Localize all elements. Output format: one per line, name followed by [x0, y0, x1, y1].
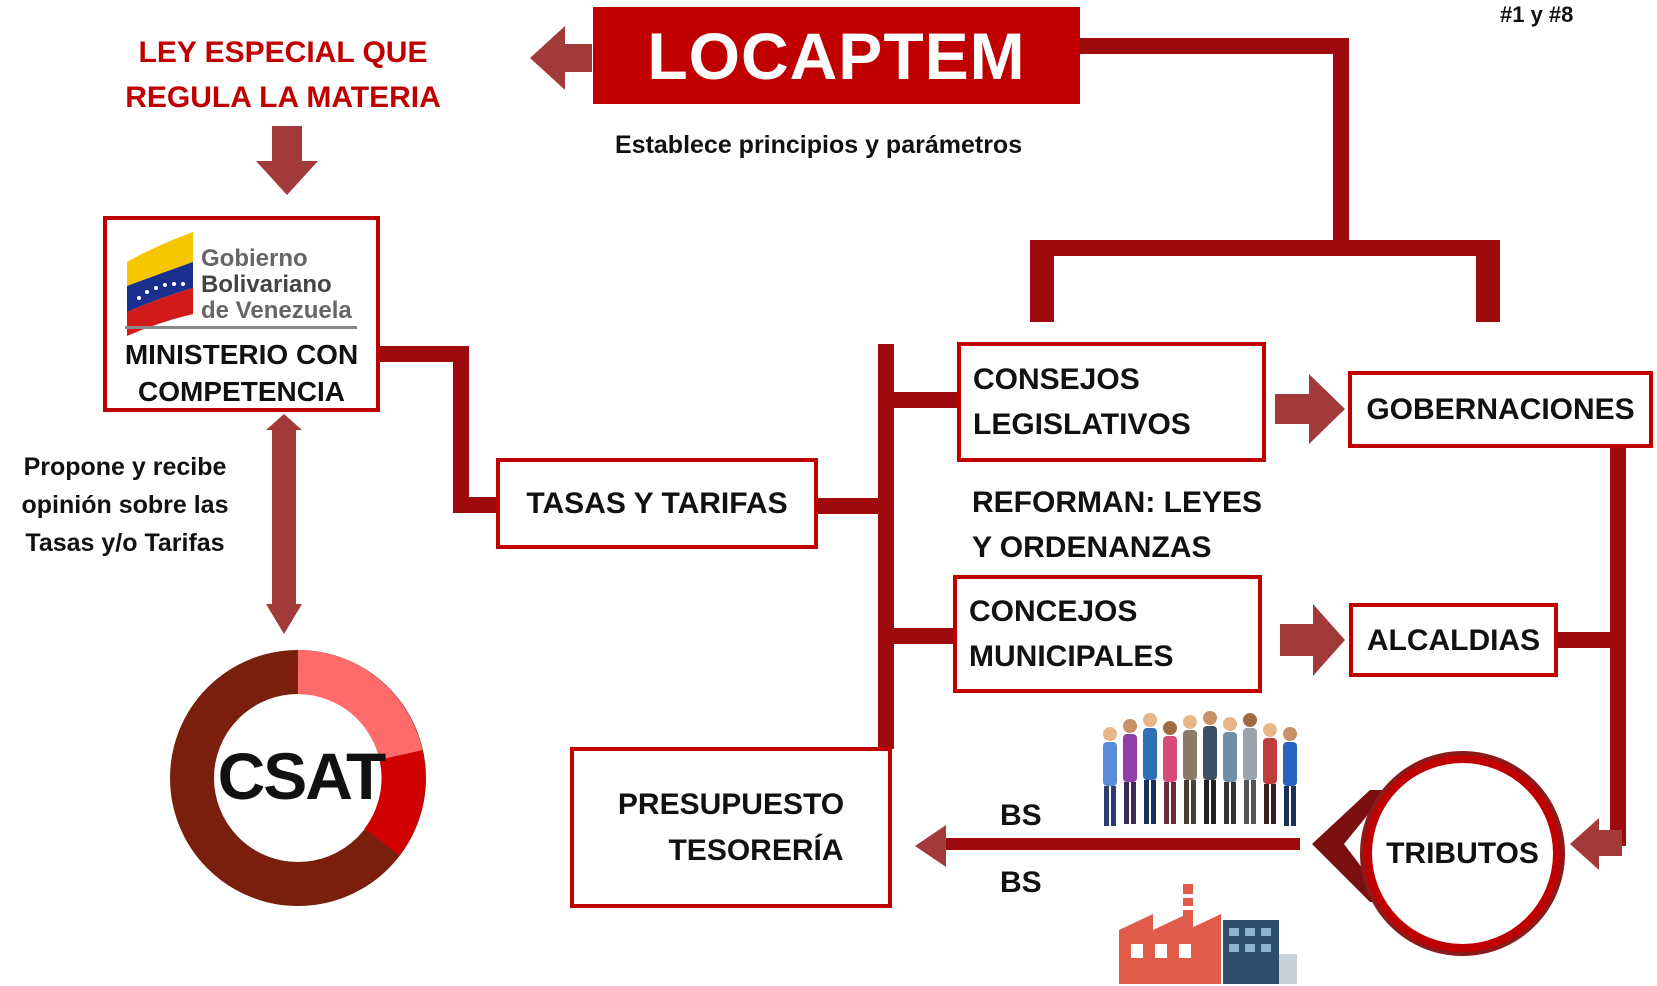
reform-note-line1: REFORMAN: LEYES — [972, 486, 1263, 519]
ministry-label-line2: COMPETENCIA — [138, 376, 345, 407]
logo-text-line1: Gobierno — [201, 245, 308, 272]
proposes-note-line1: Propone y recibe — [23, 453, 227, 481]
government-logo: Gobierno Bolivariano de Venezuela — [125, 232, 357, 336]
bs-label-bottom: BS — [1000, 866, 1042, 899]
csat-donut-chart — [170, 650, 426, 906]
locaptem-title-box: LOCAPTEM — [593, 7, 1080, 104]
tasas-tarifas-label: TASAS Y TARIFAS — [526, 487, 788, 520]
logo-text-line3: de Venezuela — [201, 297, 352, 324]
tributos-label: TRIBUTOS — [1386, 836, 1539, 870]
consejos-legislativos-line1: CONSEJOS — [973, 363, 1140, 396]
presupuesto-line2: TESORERÍA — [668, 833, 844, 867]
reform-note-line2: Y ORDENANZAS — [972, 531, 1212, 564]
tasas-tarifas-box: TASAS Y TARIFAS — [496, 458, 818, 549]
proposes-note: Propone y recibe opinión sobre las Tasas… — [5, 448, 245, 562]
ministry-label-line1: MINISTERIO CON — [124, 339, 359, 370]
consejos-legislativos-line2: LEGISLATIVOS — [973, 408, 1191, 441]
proposes-note-line3: Tasas y/o Tarifas — [25, 529, 225, 557]
presupuesto-tesoreria-box: PRESUPUESTO TESORERÍA — [570, 747, 892, 908]
law-label: LEY ESPECIAL QUE REGULA LA MATERIA — [118, 30, 448, 120]
logo-text-line2: Bolivariano — [201, 271, 332, 298]
csat-label: CSAT — [217, 739, 387, 813]
slide-reference-note: #1 y #8 — [1500, 2, 1574, 27]
bs-label-top: BS — [1000, 799, 1042, 832]
tributos-circle: TRIBUTOS — [1364, 755, 1561, 952]
presupuesto-line1: PRESUPUESTO — [617, 787, 845, 821]
ministry-box: Gobierno Bolivariano de Venezuela MINIST… — [103, 216, 380, 412]
factory-icon — [1119, 884, 1297, 984]
sets-principles-note: Establece principios y parámetros — [615, 131, 1023, 159]
law-label-line2: REGULA LA MATERIA — [125, 81, 441, 114]
alcaldias-label: ALCALDIAS — [1366, 623, 1541, 657]
concejos-municipales-line2: MUNICIPALES — [969, 640, 1174, 673]
reform-note: REFORMAN: LEYES Y ORDENANZAS — [972, 480, 1262, 570]
locaptem-title: LOCAPTEM — [647, 18, 1026, 93]
venezuela-flag-icon — [127, 232, 193, 336]
ministry-label: MINISTERIO CON COMPETENCIA — [107, 336, 376, 410]
gobernaciones-box: GOBERNACIONES — [1348, 371, 1653, 448]
consejos-legislativos-box: CONSEJOS LEGISLATIVOS — [957, 342, 1266, 462]
gobernaciones-label: GOBERNACIONES — [1366, 393, 1635, 426]
alcaldias-box: ALCALDIAS — [1349, 603, 1558, 677]
concejos-municipales-line1: CONCEJOS — [969, 595, 1138, 628]
concejos-municipales-box: CONCEJOS MUNICIPALES — [953, 575, 1262, 693]
people-group-icon — [1103, 711, 1297, 826]
law-label-line1: LEY ESPECIAL QUE — [138, 36, 428, 69]
proposes-note-line2: opinión sobre las — [21, 491, 229, 519]
